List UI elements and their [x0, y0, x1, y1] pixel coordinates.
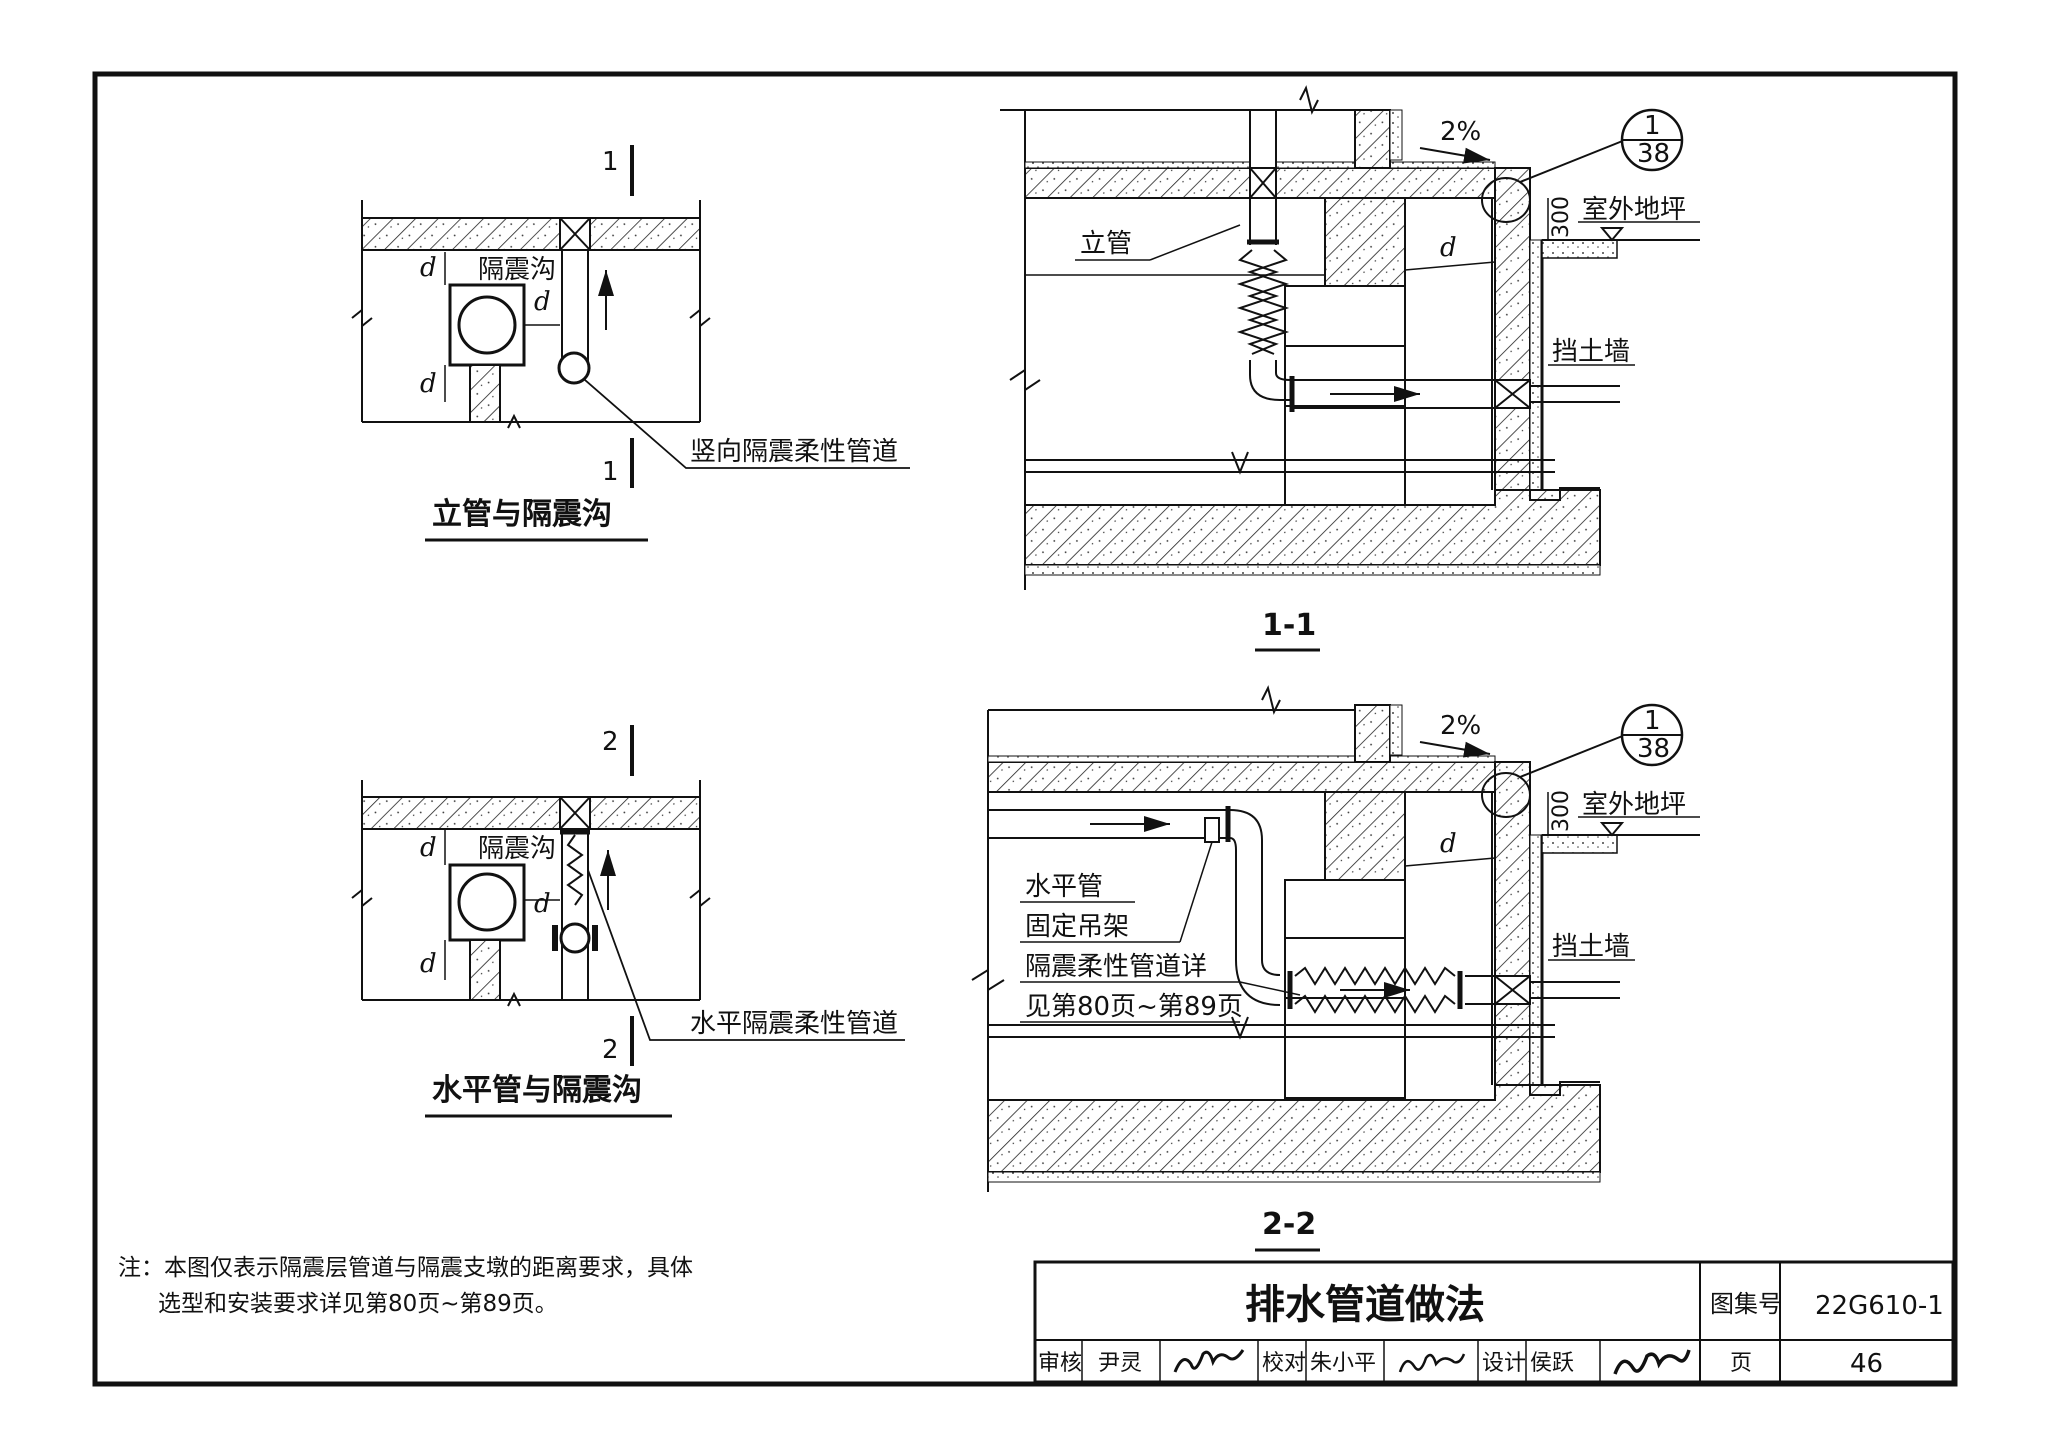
check-signature [1398, 1353, 1466, 1373]
plan1-section-mark-top: 1 [602, 147, 619, 177]
review-signature [1173, 1349, 1245, 1373]
plan2-pipe-label: 水平隔震柔性管道 [690, 1009, 898, 1039]
plan1-riser-pipe [557, 351, 591, 385]
section1-detail-top: 1 [1644, 111, 1661, 141]
plan1-slab [361, 217, 701, 251]
plan1-pipe-label: 竖向隔震柔性管道 [690, 437, 898, 467]
plan1-title: 立管与隔震沟 [432, 497, 612, 532]
section2-dim-300: 300 [1549, 790, 1574, 832]
note-line-2: 选型和安装要求详见第80页~第89页。 [158, 1291, 558, 1317]
plan1-trench-label: 隔震沟 [478, 255, 556, 285]
page-label: 页 [1730, 1351, 1752, 1376]
plan1-dim-d-side: d [534, 287, 551, 317]
section2-hanger-label: 固定吊架 [1025, 912, 1129, 942]
plan2-section-mark-top: 2 [602, 727, 619, 757]
review-name: 尹灵 [1098, 1351, 1142, 1376]
plan2-dim-d-top: d [420, 833, 437, 863]
section1-detail-bottom: 38 [1637, 139, 1670, 169]
section2-wall-label: 挡土墙 [1552, 932, 1630, 962]
sheet-border [92, 71, 1958, 1387]
design-signature [1613, 1349, 1691, 1375]
section2-ground-label: 室外地坪 [1582, 790, 1686, 820]
check-label: 校对 [1262, 1351, 1306, 1376]
section2-detail-top: 1 [1644, 706, 1661, 736]
section-2-2: 2% 1 38 300 室外地坪 挡土墙 水平管 固定吊架 隔震柔性管道详 见第… [971, 685, 1700, 1252]
drawing-title: 排水管道做法 [1245, 1282, 1485, 1328]
plan-horizontal-trench: d d d 隔震沟 2 2 水平隔震柔性管道 水平管与隔震沟 [351, 725, 905, 1118]
section1-wall-label: 挡土墙 [1552, 337, 1630, 367]
section-1-1: 2% 1 38 300 室外地坪 挡土墙 立管 d 1-1 [1000, 85, 1700, 652]
plan-riser-trench: d d d 隔震沟 1 1 竖向隔震柔性管道 立管与隔震沟 [351, 145, 910, 542]
section2-title: 2-2 [1262, 1207, 1316, 1242]
section2-dim-d: d [1440, 829, 1457, 859]
section2-flex-pipe [1294, 966, 1456, 986]
plan1-dim-d-bottom: d [420, 369, 437, 399]
plan2-trench-label: 隔震沟 [478, 834, 556, 864]
section2-flex-label-1: 隔震柔性管道详 [1025, 952, 1207, 982]
plan2-dim-d-side: d [534, 889, 551, 919]
title-block: 排水管道做法 图集号 22G610-1 审核 尹灵 校对 朱小平 设计 侯跃 页… [1033, 1260, 1955, 1384]
section2-detail-bottom: 38 [1637, 734, 1670, 764]
plan1-section-mark-bottom: 1 [602, 457, 619, 487]
section1-dim-d: d [1440, 233, 1457, 263]
drawing-note: 注：本图仅表示隔震层管道与隔震支墩的距离要求，具体 选型和安装要求详见第80页~… [118, 1250, 693, 1322]
plan2-section-mark-bottom: 2 [602, 1035, 619, 1065]
atlas-number: 22G610-1 [1815, 1291, 1944, 1321]
review-label: 审核 [1038, 1351, 1082, 1376]
check-name: 朱小平 [1310, 1351, 1376, 1376]
section1-title: 1-1 [1262, 608, 1316, 643]
page-number: 46 [1850, 1349, 1883, 1379]
section2-slope: 2% [1440, 711, 1481, 741]
plan2-flex-pipe [566, 834, 584, 906]
section1-dim-300: 300 [1549, 196, 1574, 238]
section2-flex-label-2: 见第80页~第89页 [1025, 992, 1243, 1022]
note-line-1: 注：本图仅表示隔震层管道与隔震支墩的距离要求，具体 [118, 1255, 693, 1281]
plan1-dim-d-top: d [420, 253, 437, 283]
section1-slope: 2% [1440, 117, 1481, 147]
plan2-title: 水平管与隔震沟 [432, 1073, 642, 1108]
design-label: 设计 [1482, 1351, 1526, 1376]
atlas-label: 图集号 [1710, 1290, 1782, 1318]
design-name: 侯跃 [1530, 1351, 1574, 1376]
section2-horiz-label: 水平管 [1025, 872, 1103, 902]
section1-riser-label: 立管 [1080, 229, 1132, 259]
section1-ground-label: 室外地坪 [1582, 195, 1686, 225]
plan2-dim-d-bottom: d [420, 949, 437, 979]
